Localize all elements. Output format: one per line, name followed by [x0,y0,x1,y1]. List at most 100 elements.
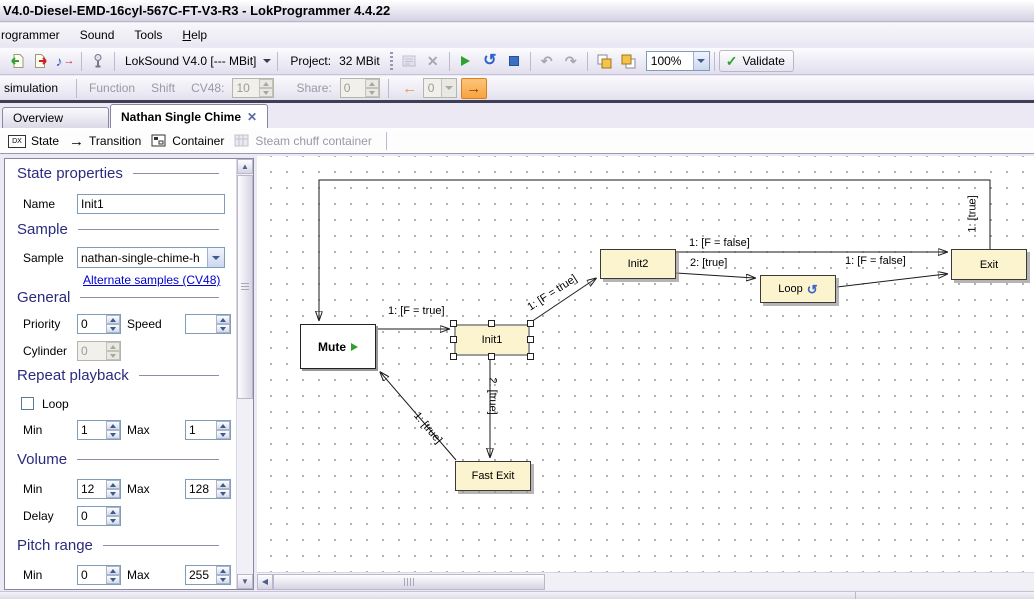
priority-label: Priority [23,317,60,331]
loop-play-button[interactable]: ↺ [478,50,502,72]
menu-tools[interactable]: Tools [124,25,172,45]
menu-help[interactable]: Help [172,25,217,45]
selection-handle[interactable] [450,353,457,360]
node-loop[interactable]: Loop ↺ [760,275,836,303]
export-project-button[interactable] [29,50,53,72]
add-container-button[interactable]: Container [149,134,232,148]
spin-down-button[interactable] [106,575,120,584]
volume-min-spinner[interactable]: 12 [77,479,121,499]
spin-up-button[interactable] [106,566,120,575]
menu-programmer[interactable]: rogrammer [0,25,70,45]
repeat-max-spinner[interactable]: 1 [185,420,231,440]
spin-up-button[interactable] [216,315,230,324]
scroll-down-button[interactable]: ▼ [237,574,253,589]
name-input[interactable] [77,194,225,214]
speed-spinner[interactable] [185,314,231,334]
spin-up-icon [220,318,226,322]
volume-max-label: Max [127,482,150,496]
section-rule [139,375,219,376]
scrollbar-thumb[interactable] [237,175,253,399]
spin-down-button[interactable] [106,324,120,333]
separator [449,52,450,71]
edge-loop-to-exit[interactable] [837,274,946,287]
pitch-min-spinner[interactable]: 0 [77,565,121,585]
tab-close-icon[interactable]: ✕ [247,110,257,124]
export-sound-button[interactable]: ♪ → [53,50,77,72]
state-diagram-canvas[interactable]: Mute Init1 Init2 Loop ↺ Exit Fast Exit 1… [257,156,1034,572]
spin-down-button[interactable] [216,489,230,498]
selection-handle[interactable] [527,353,534,360]
delay-spinner[interactable]: 0 [77,506,121,526]
spin-up-button[interactable] [106,507,120,516]
spin-down-icon [110,433,116,437]
send-backward-button[interactable] [616,50,640,72]
spinner-buttons [259,79,273,97]
spin-up-button[interactable] [216,480,230,489]
toolbar-grip[interactable] [390,52,393,70]
decoder-type-dropdown[interactable]: LokSound V4.0 [--- MBit] [119,51,273,72]
node-init1-selected[interactable]: Init1 [454,324,530,356]
selection-handle[interactable] [450,320,457,327]
selection-handle[interactable] [527,336,534,343]
delay-value: 0 [78,507,106,525]
selection-handle[interactable] [488,353,495,360]
node-exit[interactable]: Exit [951,249,1027,280]
repeat-min-label: Min [23,423,42,437]
menu-sound[interactable]: Sound [70,25,125,45]
hscrollbar-thumb[interactable] [273,574,545,590]
scroll-up-button[interactable]: ▲ [237,159,253,174]
spin-down-button[interactable] [106,489,120,498]
spin-down-button[interactable] [106,430,120,439]
programmer-button[interactable] [86,50,110,72]
spin-down-button[interactable] [216,575,230,584]
spin-down-button [106,351,120,360]
toolbar-divider [0,100,1034,103]
spin-down-button[interactable] [216,430,230,439]
node-fast-exit[interactable]: Fast Exit [455,461,531,491]
previous-step-button[interactable]: ← [397,78,423,99]
spin-up-button[interactable] [216,421,230,430]
repeat-min-spinner[interactable]: 1 [77,420,121,440]
spin-up-button[interactable] [106,480,120,489]
diagram-hscrollbar[interactable]: ◀ [257,572,1034,590]
sample-dropdown-button[interactable] [207,248,224,267]
alternate-samples-link[interactable]: Alternate samples (CV48) [83,273,220,287]
validate-button[interactable]: ✓ Validate [719,50,794,72]
panel-scrollbar[interactable]: ▲ ▼ [236,159,253,589]
loop-checkbox[interactable] [21,397,34,410]
spin-down-button[interactable] [216,324,230,333]
bring-forward-button[interactable] [592,50,616,72]
pitch-max-spinner[interactable]: 255 [185,565,231,585]
spin-up-icon [369,82,375,86]
node-init2[interactable]: Init2 [600,249,676,279]
sample-dropdown[interactable]: nathan-single-chime-h [77,247,225,268]
spin-up-icon [110,424,116,428]
add-transition-button[interactable]: → Transition [67,133,149,150]
stop-button[interactable] [502,50,526,72]
volume-max-spinner[interactable]: 128 [185,479,231,499]
spin-up-button[interactable] [106,421,120,430]
edge-init2-to-loop[interactable] [676,273,754,278]
spinner-buttons [365,79,379,97]
spinner-buttons [106,342,120,360]
open-project-button[interactable] [5,50,29,72]
spin-up-button[interactable] [216,566,230,575]
node-label: Init2 [628,258,649,270]
edge-label-text: 1: [true] [967,195,979,232]
priority-spinner[interactable]: 0 [77,314,121,334]
node-mute[interactable]: Mute [300,324,376,369]
add-state-button[interactable]: DX State [6,134,67,148]
selection-handle[interactable] [450,336,457,343]
play-sound-button[interactable] [454,50,478,72]
selection-handle[interactable] [527,320,534,327]
spin-up-button[interactable] [106,315,120,324]
pitch-max-value: 255 [186,566,216,584]
tab-overview[interactable]: Overview [2,107,109,128]
next-step-button[interactable]: → [461,78,487,99]
tab-nathan-single-chime[interactable]: Nathan Single Chime ✕ [110,104,268,128]
scroll-left-button[interactable]: ◀ [257,574,273,590]
selection-handle[interactable] [488,320,495,327]
zoom-dropdown[interactable]: 100% [646,51,710,71]
spin-down-button[interactable] [106,516,120,525]
zoom-dropdown-button[interactable] [693,52,709,70]
